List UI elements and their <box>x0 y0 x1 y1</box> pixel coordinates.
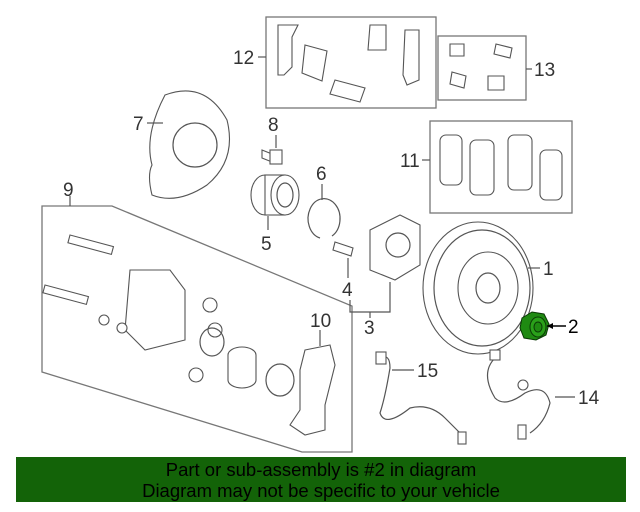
part-10-caliper-bracket[interactable] <box>289 330 336 436</box>
callout-14: 14 <box>578 388 600 409</box>
callout-6: 6 <box>316 164 327 185</box>
callout-12: 12 <box>233 48 254 69</box>
callout-10: 10 <box>310 311 331 332</box>
callout-1: 1 <box>543 259 554 280</box>
part-14-abs-sensor[interactable] <box>486 349 576 440</box>
callout-4: 4 <box>342 280 353 301</box>
callout-3: 3 <box>364 318 375 339</box>
info-banner: Part or sub-assembly is #2 in diagram Di… <box>16 457 626 502</box>
callout-9: 9 <box>63 180 74 201</box>
callout-5: 5 <box>261 234 272 255</box>
banner-line-part: Part or sub-assembly is #2 in diagram <box>165 459 477 480</box>
part-8-bolt[interactable] <box>261 135 283 165</box>
callout-11: 11 <box>400 151 420 172</box>
callout-7: 7 <box>133 114 144 135</box>
part-15-abs-sensor[interactable] <box>375 351 467 445</box>
part-9-caliper-assembly[interactable] <box>41 196 353 453</box>
part-11-brake-pads[interactable] <box>422 120 573 214</box>
part-4-wheel-stud[interactable] <box>332 241 354 278</box>
part-3-hub[interactable] <box>349 214 421 318</box>
callout-2: 2 <box>568 317 579 338</box>
part-13-clips[interactable] <box>437 35 532 101</box>
part-1-brake-rotor[interactable] <box>422 221 540 355</box>
part-5-wheel-bearing[interactable] <box>250 174 300 230</box>
part-2-hub-nut[interactable] <box>519 311 566 341</box>
part-6-snap-ring[interactable] <box>307 184 341 239</box>
part-7-dust-shield[interactable] <box>147 90 231 199</box>
callout-8: 8 <box>268 115 279 136</box>
banner-line-disclaimer: Diagram may not be specific to your vehi… <box>142 480 500 501</box>
part-12-clip-kit[interactable] <box>258 16 437 109</box>
callout-13: 13 <box>534 60 555 81</box>
callout-15: 15 <box>417 361 438 382</box>
